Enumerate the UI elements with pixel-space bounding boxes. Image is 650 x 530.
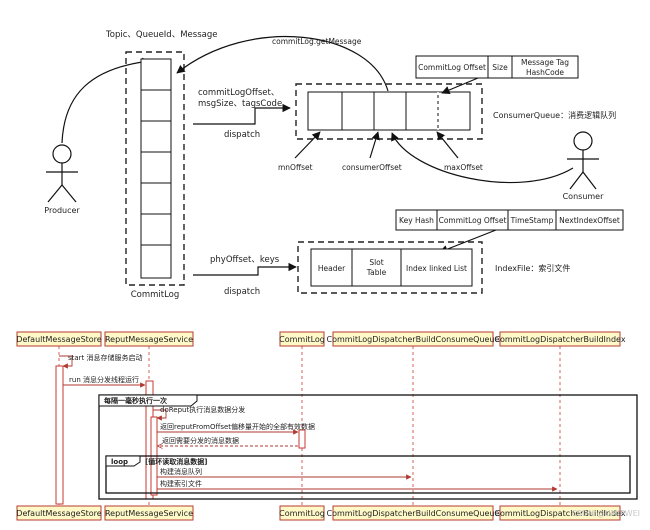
consumequeue-container xyxy=(295,83,483,140)
activation-commitlog xyxy=(298,429,306,449)
message-doreput-arrow xyxy=(153,409,167,421)
loop-frame-inner-tab xyxy=(105,455,141,467)
max-offset-label: maxOffset xyxy=(444,163,483,172)
message-start: start 消息存储服务启动 xyxy=(68,353,143,362)
consumer-label: Consumer xyxy=(563,192,605,201)
dispatch-label-index: dispatch xyxy=(224,287,260,297)
index-slot-line-1: Slot xyxy=(369,258,383,267)
index-header-label: Header xyxy=(318,264,346,273)
index-format-pointer-arrow xyxy=(439,229,497,254)
min-offset-label: mnOffset xyxy=(278,163,313,172)
index-linked-list-label: Index linked List xyxy=(406,264,467,273)
indexfile-title: IndexFile：索引文件 xyxy=(495,263,570,273)
loop-tag: loop xyxy=(111,458,128,466)
loop-frame-inner xyxy=(105,455,631,494)
loop-inner-condition: [循环读取消息数据] xyxy=(145,457,207,466)
participant-defaultmessagestore: DefaultMessageStore xyxy=(16,335,102,344)
activation-defaultmessagestore xyxy=(55,365,64,505)
participant-build-consumequeue-bottom: CommitLogDispatcherBuildConsumeQueue xyxy=(327,509,500,518)
message-run: run 消息分发线程运行 xyxy=(69,375,139,384)
commitlog-segments xyxy=(140,58,172,279)
getmessage-arrow xyxy=(176,35,389,92)
producer-label: Producer xyxy=(44,206,80,215)
topic-queueid-message-label: Topic、QueueId、Message xyxy=(105,30,217,40)
min-offset-arrow xyxy=(294,131,321,159)
consumer-to-consumequeue-arrow xyxy=(391,132,574,184)
cq-field-tag-line-1: Message Tag xyxy=(521,58,569,67)
commitlog-label: CommitLog xyxy=(131,290,180,300)
dispatch-consumequeue-arrow xyxy=(193,103,291,125)
sequence-diagram: DefaultMessageStore ReputMessageService … xyxy=(16,331,640,521)
storage-diagram: Producer Topic、QueueId、Message CommitLog… xyxy=(44,30,624,300)
cq-input-line-2: msgSize、tagsCode xyxy=(198,99,282,109)
participant-reputmessageservice-bottom: ReputMessageService xyxy=(105,509,193,518)
consumer-actor-icon xyxy=(567,131,599,190)
participant-build-consumequeue: CommitLogDispatcherBuildConsumeQueue xyxy=(327,335,500,344)
loop-frame-outer xyxy=(98,394,638,500)
dispatch-index-arrow xyxy=(193,262,297,276)
indexfile-cells: Header Slot Table Index linked List xyxy=(310,248,473,287)
getmessage-label: commitLog.getMessage xyxy=(272,37,362,46)
max-offset-arrow xyxy=(436,131,459,159)
watermark: CSDN @UMIPWEI xyxy=(571,509,640,518)
cq-field-tag-line-2: HashCode xyxy=(526,68,564,77)
index-field-timestamp: TimeStamp xyxy=(510,216,554,225)
participant-commitlog: CommitLog xyxy=(279,335,325,344)
indexfile-container xyxy=(297,241,483,294)
message-build-cq: 构建消息队列 xyxy=(160,467,202,476)
cq-format-pointer-arrow xyxy=(441,77,479,94)
index-field-commitlog-offset: CommitLog Offset xyxy=(439,216,507,225)
participant-commitlog-bottom: CommitLog xyxy=(279,509,325,518)
participant-reputmessageservice: ReputMessageService xyxy=(105,335,193,344)
consumequeue-title: ConsumerQueue：消费逻辑队列 xyxy=(493,110,616,120)
consumer-offset-label: consumerOffset xyxy=(342,163,402,172)
message-start-arrow xyxy=(59,355,73,369)
consumer-offset-arrow xyxy=(369,131,380,159)
dispatch-label-consumequeue: dispatch xyxy=(224,130,260,140)
message-doreput: doReput执行消息数据分发 xyxy=(160,405,245,414)
index-field-next-index-offset: NextIndexOffset xyxy=(559,216,620,225)
message-return-all: 返回reputFromOffset偏移量开始的全部有效数据 xyxy=(160,422,315,431)
producer-actor-icon xyxy=(46,144,78,203)
index-entry-format: Key Hash CommitLog Offset TimeStamp Next… xyxy=(395,209,624,231)
participant-heads-top: DefaultMessageStore ReputMessageService … xyxy=(16,331,626,347)
participant-build-index: CommitLogDispatcherBuildIndex xyxy=(494,335,625,344)
loop-frame-outer-label: 每隔一毫秒执行一次 xyxy=(104,396,167,405)
cq-input-line-1: commitLogOffset、 xyxy=(198,88,279,98)
index-field-key-hash: Key Hash xyxy=(399,216,434,225)
producer-to-commitlog-arrow xyxy=(61,57,151,144)
index-input-label: phyOffset、keys xyxy=(210,255,280,265)
participant-build-index-bottom: CommitLogDispatcherBuildIndex xyxy=(494,509,625,518)
loop-frame-outer-tab xyxy=(98,394,198,407)
message-return-pending: 返回需要分发的消息数据 xyxy=(162,436,239,445)
participant-heads-bottom: DefaultMessageStore ReputMessageService … xyxy=(16,505,626,521)
message-build-index: 构建索引文件 xyxy=(160,479,202,488)
index-slot-line-2: Table xyxy=(366,268,387,277)
cq-entry-format: CommitLog Offset Size Message Tag HashCo… xyxy=(415,55,579,79)
cq-field-commitlog-offset: CommitLog Offset xyxy=(418,63,486,72)
consumequeue-cells xyxy=(307,91,471,131)
cq-field-size: Size xyxy=(492,63,508,72)
commitlog-container xyxy=(125,51,185,286)
participant-defaultmessagestore-bottom: DefaultMessageStore xyxy=(16,509,102,518)
